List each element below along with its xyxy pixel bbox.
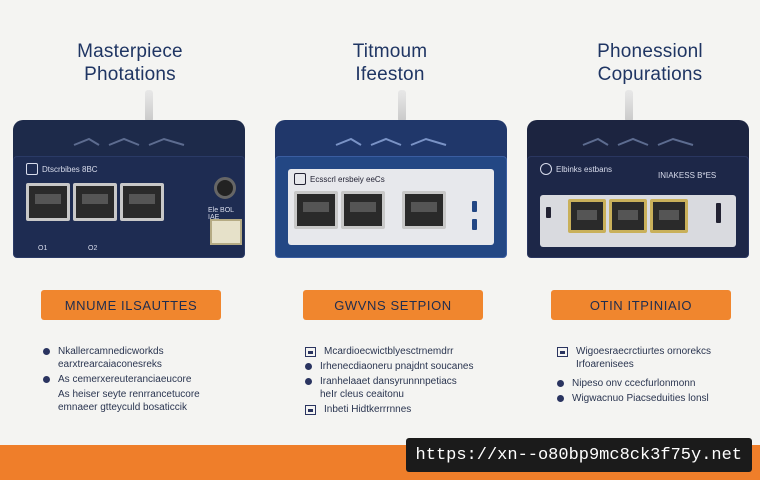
ethernet-ports bbox=[568, 199, 688, 233]
antenna-icon bbox=[145, 90, 153, 122]
section-badge: MNUME ILSAUTTES bbox=[41, 290, 221, 320]
brand-logo-icon bbox=[540, 163, 552, 175]
brand-logo-icon bbox=[294, 173, 306, 185]
ethernet-port bbox=[650, 199, 688, 233]
device-brand: Ecsscrl ersbeiy eeCs bbox=[294, 173, 385, 185]
bullet-icon bbox=[305, 378, 312, 385]
status-led-icon bbox=[716, 203, 721, 223]
ethernet-port bbox=[26, 183, 70, 221]
column-professional: Phonessionl Copurations Elbinks estbans … bbox=[525, 0, 760, 440]
feature-icon bbox=[305, 347, 316, 357]
list-item: Mcardioecwictblyesctrnemdrr bbox=[305, 345, 515, 358]
port-number: O1 bbox=[38, 245, 48, 252]
device-label: Ecsscrl ersbeiy eeCs bbox=[310, 174, 385, 184]
column-title: Titmoum Ifeeston bbox=[265, 40, 515, 86]
ethernet-ports bbox=[294, 191, 446, 229]
bullet-icon bbox=[305, 363, 312, 370]
feature-icon bbox=[557, 347, 568, 357]
device-front-panel: Dtscrbibes 8BC O1 O2 Ele BOL IAE bbox=[13, 156, 245, 258]
list-item: Nipeso onv ccecfurlonmonn bbox=[557, 377, 760, 390]
title-line-2: Ifeeston bbox=[355, 64, 425, 85]
status-led-icon bbox=[472, 201, 477, 212]
router-device-image: Dtscrbibes 8BC O1 O2 Ele BOL IAE bbox=[13, 120, 245, 258]
device-top bbox=[527, 120, 749, 162]
status-led-icon bbox=[472, 219, 477, 230]
device-logo-mark bbox=[331, 134, 451, 146]
status-led-icon bbox=[546, 207, 551, 218]
column-title: Masterpiece Photations bbox=[5, 40, 255, 86]
list-item: Inbeti Hidtkerrrnnes bbox=[305, 403, 515, 416]
ethernet-port bbox=[294, 191, 338, 229]
section-badge: GWVNS SETPION bbox=[303, 290, 483, 320]
section-badge: OTIN ITPINIAIO bbox=[551, 290, 731, 320]
ethernet-port bbox=[341, 191, 385, 229]
column-masterpiece: Masterpiece Photations Dtscrbibes 8BC bbox=[5, 0, 255, 440]
ethernet-port bbox=[402, 191, 446, 229]
feature-list: Mcardioecwictblyesctrnemdrr Irhenecdiaon… bbox=[305, 345, 515, 418]
device-panel: Ecsscrl ersbeiy eeCs bbox=[288, 169, 494, 245]
ethernet-port bbox=[568, 199, 606, 233]
router-device-image: Ecsscrl ersbeiy eeCs bbox=[275, 120, 507, 258]
column-titmoum: Titmoum Ifeeston Ecsscrl ersbeiy eeCs bbox=[265, 0, 515, 440]
device-top bbox=[13, 120, 245, 162]
port-number: O2 bbox=[88, 245, 98, 252]
bullet-icon bbox=[43, 348, 50, 355]
title-line-1: Titmoum bbox=[352, 41, 428, 62]
title-line-2: Photations bbox=[84, 64, 176, 85]
device-label: Elbinks estbans bbox=[556, 164, 613, 174]
title-line-1: Phonessionl bbox=[597, 41, 703, 62]
side-label: INIAKESS B*ES bbox=[658, 171, 717, 180]
power-button-icon bbox=[214, 177, 236, 199]
column-title: Phonessionl Copurations bbox=[525, 40, 760, 86]
ethernet-port bbox=[120, 183, 164, 221]
device-logo-mark bbox=[69, 134, 189, 146]
title-line-2: Copurations bbox=[597, 64, 703, 85]
device-label: Dtscrbibes 8BC bbox=[42, 164, 98, 174]
list-item: As cemerxereuteranciaeucore bbox=[43, 373, 253, 386]
device-panel bbox=[540, 195, 736, 247]
list-item: Irhenecdiaoneru pnajdnt soucanes bbox=[305, 360, 515, 373]
bullet-icon bbox=[557, 395, 564, 402]
device-front-panel: Ecsscrl ersbeiy eeCs bbox=[275, 156, 507, 258]
bullet-icon bbox=[557, 380, 564, 387]
antenna-icon bbox=[398, 90, 406, 122]
list-item: Wigwacnuo Piacseduities lonsl bbox=[557, 392, 760, 405]
side-label: Ele BOL IAE bbox=[208, 207, 234, 221]
antenna-icon bbox=[625, 90, 633, 122]
device-top bbox=[275, 120, 507, 162]
brand-logo-icon bbox=[26, 163, 38, 175]
device-brand: Elbinks estbans bbox=[540, 163, 612, 175]
ethernet-port bbox=[73, 183, 117, 221]
device-logo-mark bbox=[578, 134, 698, 146]
ethernet-port bbox=[609, 199, 647, 233]
device-front-panel: Elbinks estbans INIAKESS B*ES bbox=[527, 156, 749, 258]
feature-icon bbox=[305, 405, 316, 415]
bullet-icon bbox=[43, 376, 50, 383]
router-device-image: Elbinks estbans INIAKESS B*ES bbox=[527, 120, 749, 258]
title-line-1: Masterpiece bbox=[77, 41, 183, 62]
device-brand: Dtscrbibes 8BC bbox=[26, 163, 98, 175]
wan-port bbox=[210, 219, 242, 245]
ethernet-ports bbox=[26, 183, 164, 221]
url-watermark[interactable]: https://xn--o80bp9mc8ck3f75y.net bbox=[405, 438, 752, 472]
